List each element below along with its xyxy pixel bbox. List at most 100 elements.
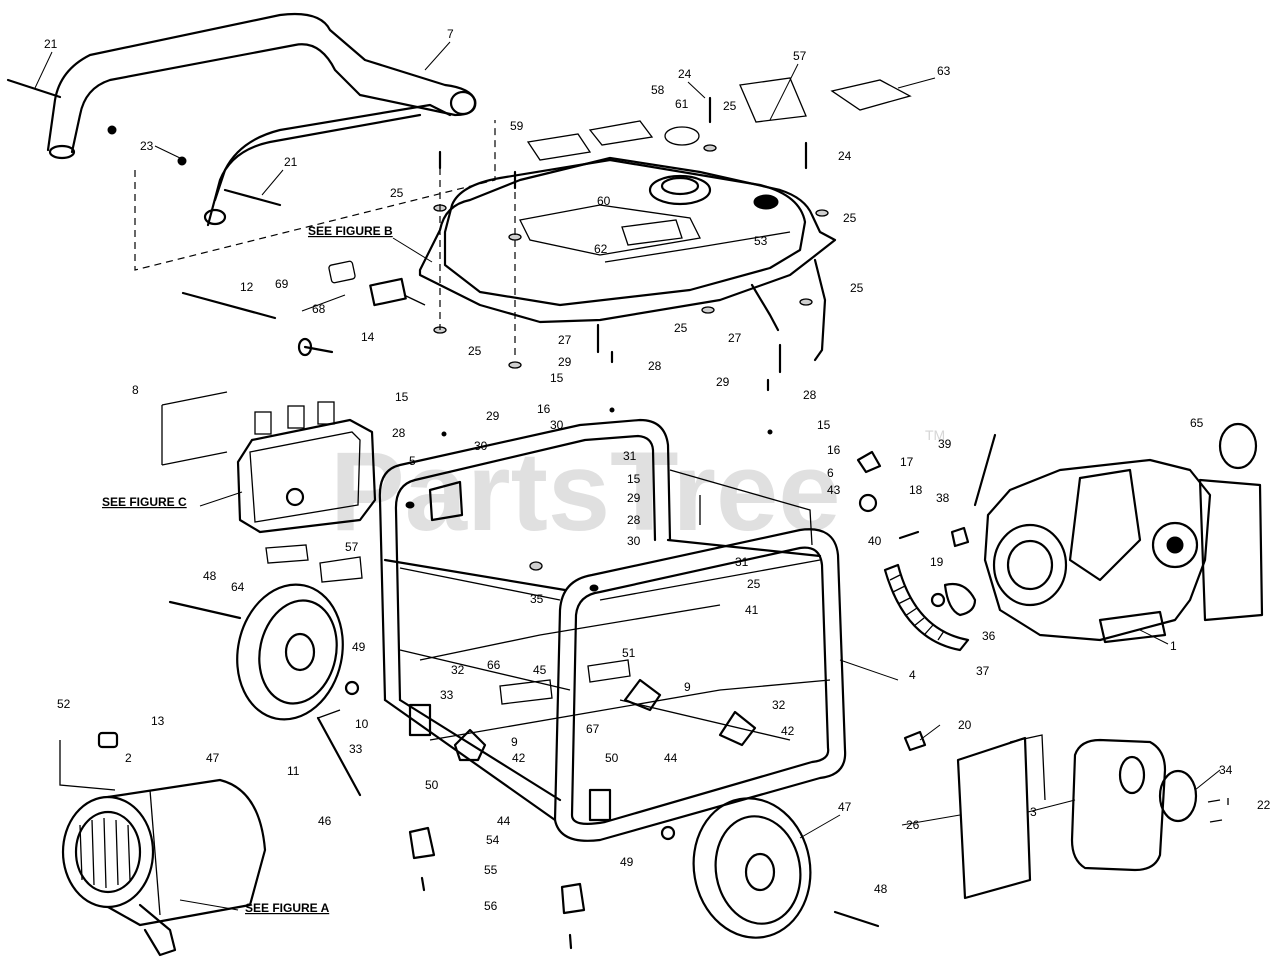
callout-25: 25	[723, 99, 737, 113]
callout-1: 1	[1170, 639, 1177, 653]
callout-25: 25	[468, 344, 482, 358]
callout-21: 21	[284, 155, 298, 169]
callout-53: 53	[754, 234, 768, 248]
callout-17: 17	[900, 455, 914, 469]
alternator-assembly[interactable]	[59, 731, 267, 957]
callout-16: 16	[537, 402, 551, 416]
callout-27: 27	[728, 331, 742, 345]
callout-59: 59	[510, 119, 524, 133]
callout-35: 35	[530, 592, 544, 606]
callout-54: 54	[486, 833, 500, 847]
fan-shroud	[883, 563, 977, 652]
fuel-tank[interactable]	[418, 156, 837, 324]
watermark-trademark: TM	[925, 427, 945, 443]
callout-52: 52	[57, 697, 71, 711]
callout-32: 32	[772, 698, 786, 712]
callout-48: 48	[874, 882, 888, 896]
callout-25: 25	[850, 281, 864, 295]
wheel-left[interactable]	[168, 575, 360, 730]
callout-47: 47	[838, 800, 852, 814]
callout-66: 66	[487, 658, 501, 672]
frame-assembly[interactable]	[378, 418, 847, 842]
callout-50: 50	[425, 778, 439, 792]
callout-41: 41	[745, 603, 759, 617]
frame-brackets	[405, 480, 757, 822]
callout-31: 31	[735, 555, 749, 569]
exhaust-muffler	[1070, 738, 1229, 872]
callout-36: 36	[982, 629, 996, 643]
callout-15: 15	[627, 472, 641, 486]
fuel-line-and-switch	[181, 260, 426, 357]
engine-assembly[interactable]	[973, 422, 1264, 644]
wheel-right[interactable]	[660, 789, 880, 947]
callout-64: 64	[231, 580, 245, 594]
callout-45: 45	[533, 663, 547, 677]
callout-2: 2	[125, 751, 132, 765]
callout-29: 29	[486, 409, 500, 423]
callout-27: 27	[558, 333, 572, 347]
callout-44: 44	[497, 814, 511, 828]
see-figure-c-label: SEE FIGURE C	[102, 495, 187, 509]
callout-7: 7	[447, 27, 454, 41]
callout-24: 24	[838, 149, 852, 163]
callout-60: 60	[597, 194, 611, 208]
callout-16: 16	[827, 443, 841, 457]
callout-8: 8	[132, 383, 139, 397]
handle-assembly[interactable]	[46, 12, 477, 227]
callout-57: 57	[793, 49, 807, 63]
tank-mount-hardware	[433, 96, 829, 392]
frame-decals	[265, 544, 631, 705]
callout-25: 25	[843, 211, 857, 225]
callout-29: 29	[627, 491, 641, 505]
callout-6: 6	[827, 466, 834, 480]
callout-30: 30	[550, 418, 564, 432]
callout-19: 19	[930, 555, 944, 569]
callout-55: 55	[484, 863, 498, 877]
callout-42: 42	[781, 724, 795, 738]
callout-20: 20	[958, 718, 972, 732]
callout-38: 38	[936, 491, 950, 505]
callout-30: 30	[627, 534, 641, 548]
callout-14: 14	[361, 330, 375, 344]
callout-23: 23	[140, 139, 154, 153]
callout-28: 28	[392, 426, 406, 440]
callout-61: 61	[675, 97, 689, 111]
callout-68: 68	[312, 302, 326, 316]
callout-31: 31	[623, 449, 637, 463]
callout-39: 39	[938, 437, 952, 451]
leader-lines	[34, 41, 1221, 911]
callout-37: 37	[976, 664, 990, 678]
callout-10: 10	[355, 717, 369, 731]
callout-25: 25	[674, 321, 688, 335]
callout-57: 57	[345, 540, 359, 554]
callout-3: 3	[1030, 805, 1037, 819]
callout-12: 12	[240, 280, 254, 294]
callout-18: 18	[909, 483, 923, 497]
callout-25: 25	[747, 577, 761, 591]
callout-22: 22	[1257, 798, 1271, 812]
muffler-assembly[interactable]	[161, 391, 377, 534]
callout-65: 65	[1190, 416, 1204, 430]
callout-58: 58	[651, 83, 665, 97]
callout-62: 62	[594, 242, 608, 256]
callout-67: 67	[586, 722, 600, 736]
callout-5: 5	[409, 454, 416, 468]
ground-rod	[316, 709, 362, 797]
callout-28: 28	[648, 359, 662, 373]
callout-29: 29	[716, 375, 730, 389]
callout-9: 9	[684, 680, 691, 694]
callout-21: 21	[44, 37, 58, 51]
callout-26: 26	[906, 818, 920, 832]
callout-13: 13	[151, 714, 165, 728]
callout-11: 11	[287, 764, 300, 778]
decal-set	[526, 77, 912, 246]
misc-hardware	[441, 407, 970, 752]
callout-50: 50	[605, 751, 619, 765]
callout-43: 43	[827, 483, 841, 497]
callout-9: 9	[511, 735, 518, 749]
see-figure-a-label: SEE FIGURE A	[245, 901, 330, 915]
callout-69: 69	[275, 277, 289, 291]
callout-49: 49	[352, 640, 366, 654]
callout-33: 33	[440, 688, 454, 702]
